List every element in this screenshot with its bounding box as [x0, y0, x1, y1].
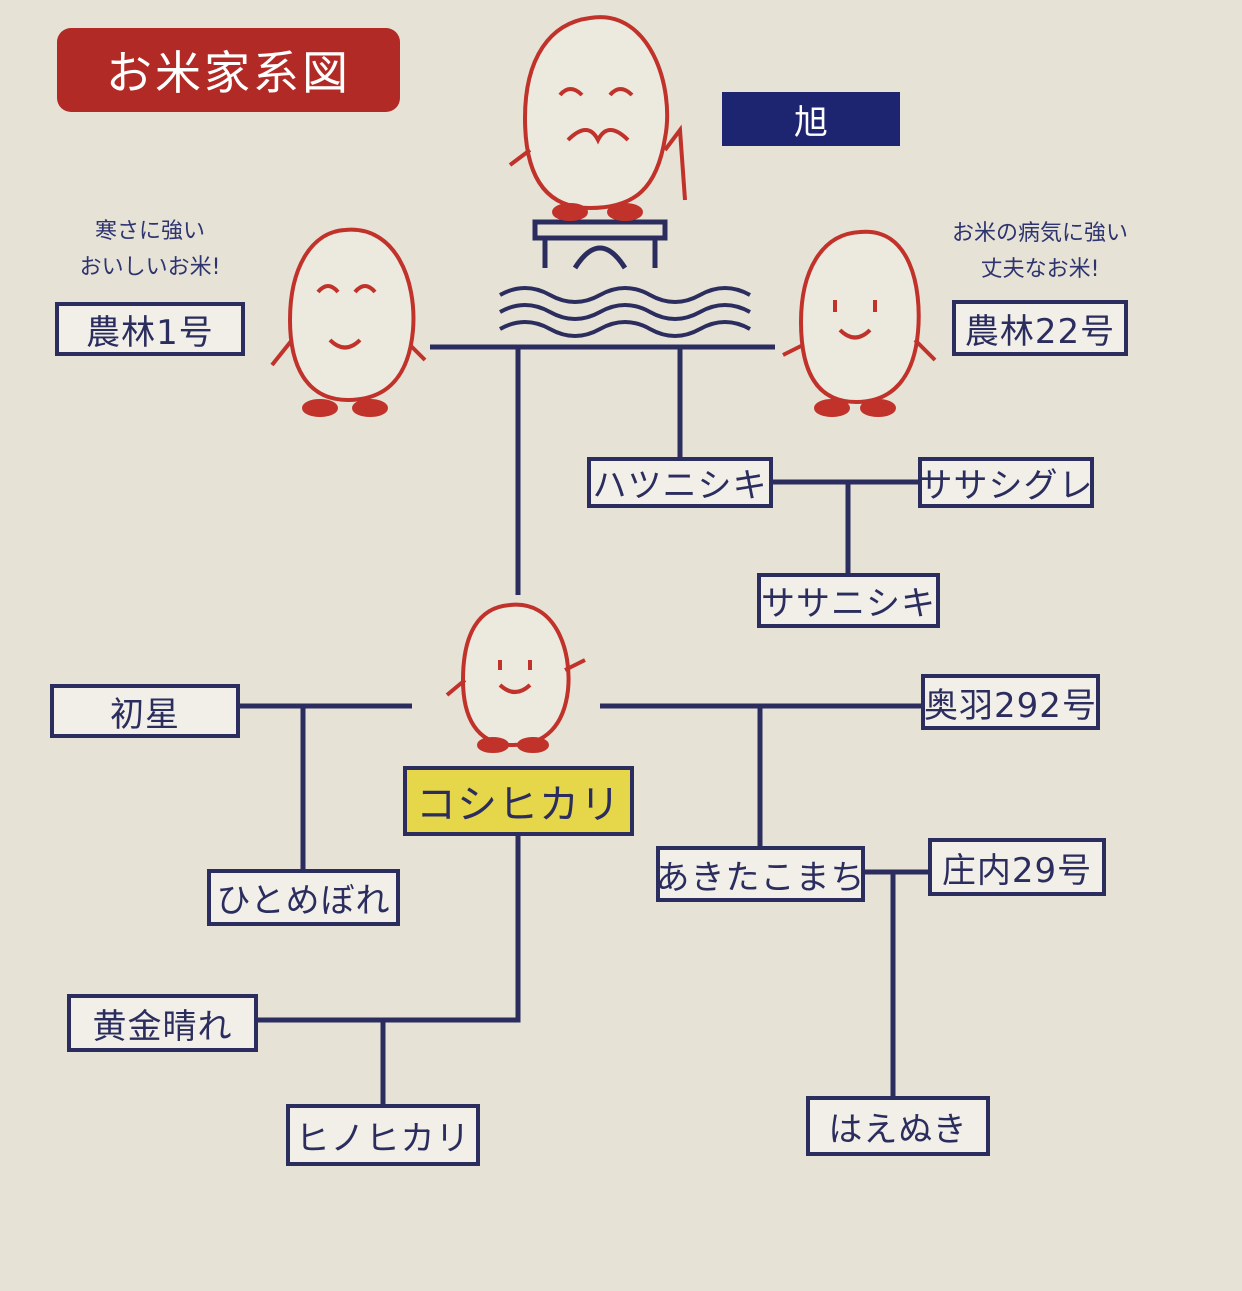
variety-ou292: 奥羽292号 — [921, 674, 1100, 730]
connector-koshihikari-koganebare — [258, 836, 521, 1023]
variety-koshihikari: コシヒカリ — [403, 766, 634, 836]
variety-sasanishiki: ササニシキ — [757, 573, 940, 628]
note-line: おいしいお米! — [79, 255, 221, 280]
rice-character-asahi — [508, 15, 687, 221]
rice-character-norin22 — [782, 229, 937, 417]
variety-koganebare: 黄金晴れ — [67, 994, 258, 1052]
pedestal-icon — [532, 219, 668, 270]
rice-character-koshihikari — [445, 602, 586, 753]
wave-icon — [499, 286, 751, 338]
variety-haenuki: はえぬき — [806, 1096, 990, 1156]
variety-shonai29: 庄内29号 — [928, 838, 1106, 896]
page-title: お米家系図 — [57, 28, 400, 112]
variety-asahi: 旭 — [722, 92, 900, 146]
variety-sasashigure: ササシグレ — [918, 457, 1094, 508]
variety-hinohikari: ヒノヒカリ — [286, 1104, 480, 1166]
note-line: お米の病気に強い — [951, 221, 1128, 246]
rice-character-norin1 — [270, 227, 427, 417]
note-norin22: お米の病気に強い 丈夫なお米! — [920, 216, 1160, 288]
variety-hatsuboshi: 初星 — [50, 684, 240, 738]
note-line: 寒さに強い — [94, 219, 205, 244]
note-norin1: 寒さに強い おいしいお米! — [50, 214, 250, 286]
variety-norin1: 農林1号 — [55, 302, 245, 356]
variety-hatsunishiki: ハツニシキ — [587, 457, 773, 508]
variety-norin22: 農林22号 — [952, 300, 1128, 356]
variety-akitakomachi: あきたこまち — [656, 846, 865, 902]
variety-hitomebore: ひとめぼれ — [207, 869, 400, 926]
note-line: 丈夫なお米! — [980, 257, 1100, 282]
